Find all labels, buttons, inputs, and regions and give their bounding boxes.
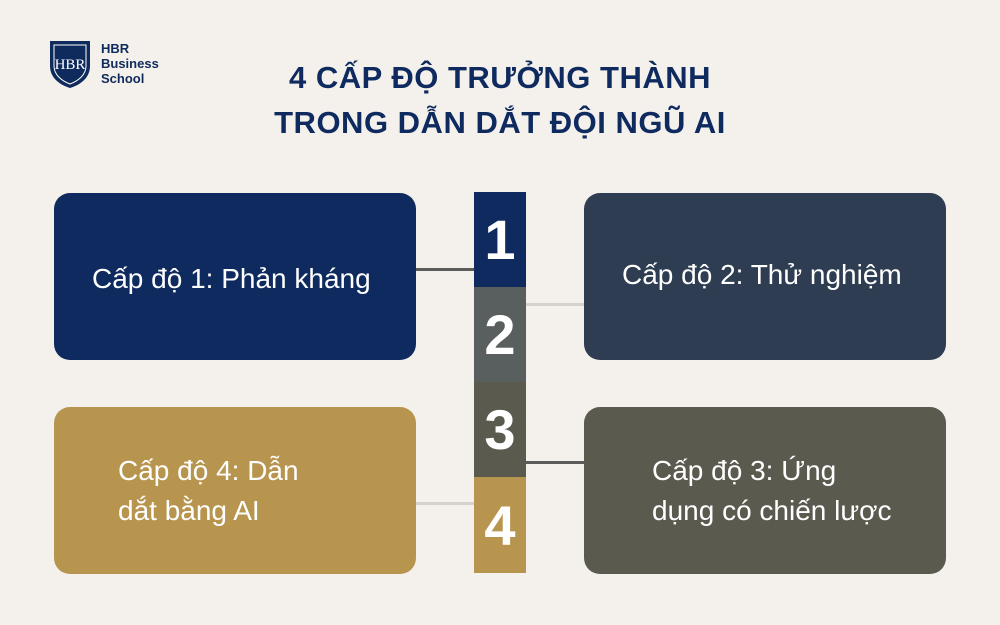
level-1-card: Cấp độ 1: Phản kháng [54, 193, 416, 360]
level-2-label: Cấp độ 2: Thử nghiệm [622, 255, 902, 295]
shield-icon: HBR [50, 41, 90, 88]
logo-wordmark: HBR Business School [101, 41, 159, 86]
level-number-3: 3 [474, 382, 526, 477]
connector-level-3 [526, 461, 584, 464]
logo-line-1: HBR [101, 41, 130, 56]
level-4-label: Cấp độ 4: Dẫn dắt bằng AI [118, 451, 299, 531]
level-2-card: Cấp độ 2: Thử nghiệm [584, 193, 946, 360]
level-3-line-1: Cấp độ 3: Ứng [652, 454, 837, 486]
logo-monogram: HBR [55, 57, 86, 73]
connector-level-4 [416, 502, 474, 505]
level-1-label: Cấp độ 1: Phản kháng [92, 259, 371, 299]
level-number-4: 4 [474, 477, 526, 573]
title-line-2: TRONG DẪN DẮT ĐỘI NGŨ AI [274, 105, 726, 140]
level-4-line-1: Cấp độ 4: Dẫn [118, 454, 299, 486]
level-4-card: Cấp độ 4: Dẫn dắt bằng AI [54, 407, 416, 574]
level-3-line-2: dụng có chiến lược [652, 494, 892, 526]
page-title: 4 CẤP ĐỘ TRƯỞNG THÀNH TRONG DẪN DẮT ĐỘI … [0, 55, 1000, 145]
level-number-1: 1 [474, 192, 526, 287]
title-line-1: 4 CẤP ĐỘ TRƯỞNG THÀNH [288, 60, 712, 95]
level-4-line-2: dắt bằng AI [118, 494, 260, 526]
level-3-card: Cấp độ 3: Ứng dụng có chiến lược [584, 407, 946, 574]
hbr-logo: HBR HBR Business School [47, 38, 177, 94]
connector-level-1 [416, 268, 474, 271]
level-number-2: 2 [474, 287, 526, 382]
level-2-line-1: Cấp độ 2: Thử nghiệm [622, 258, 902, 290]
level-3-label: Cấp độ 3: Ứng dụng có chiến lược [652, 451, 891, 531]
level-1-line-1: Cấp độ 1: Phản kháng [92, 262, 371, 294]
logo-line-2: Business [101, 56, 159, 71]
logo-line-3: School [101, 71, 145, 86]
connector-level-2 [526, 303, 584, 306]
